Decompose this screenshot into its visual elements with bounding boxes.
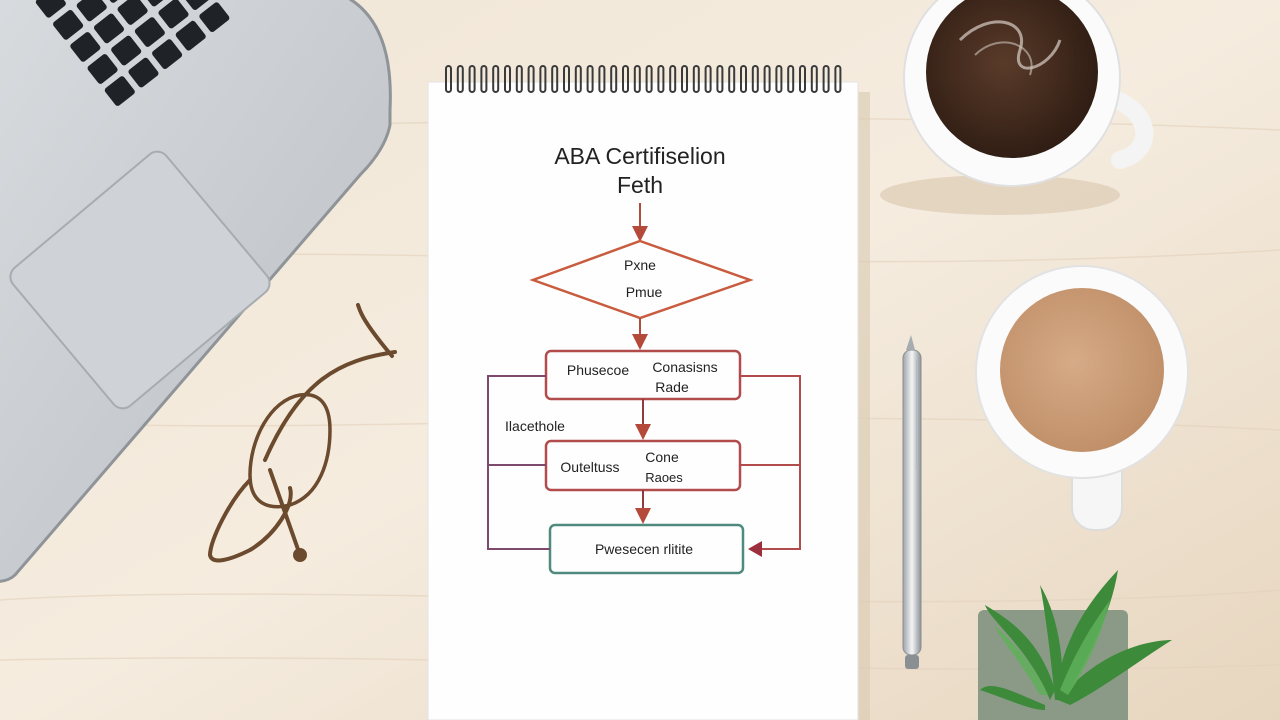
spiral-ring (834, 65, 842, 93)
left-loop-line (487, 375, 550, 550)
decision-line2: Pmue (626, 284, 663, 300)
right-loop-arrowhead (748, 541, 762, 557)
spiral-ring (740, 65, 747, 93)
spiral-ring (527, 65, 535, 93)
side-label: Ilacethole (505, 418, 565, 434)
notebook-title-line1: ABA Certifiselion (554, 143, 725, 169)
spiral-ring (681, 65, 688, 93)
box1-right-line2: Rade (655, 379, 689, 395)
spiral-ring (598, 65, 606, 93)
spiral-ring (810, 65, 818, 93)
spiral-ring (539, 65, 547, 93)
notebook-title-line2: Feth (617, 172, 663, 198)
spiral-ring (586, 65, 594, 93)
spiral-ring (480, 65, 488, 93)
spiral-ring (515, 65, 523, 93)
latte-cup (975, 265, 1189, 531)
spiral-ring (728, 65, 736, 93)
spiral-ring (622, 65, 629, 93)
spiral-ring (551, 65, 559, 93)
spiral-ring (822, 65, 830, 93)
spiral-ring (787, 65, 795, 93)
spiral-ring (704, 65, 712, 93)
spiral-ring (775, 65, 783, 93)
eyeglasses (207, 303, 397, 563)
spiral-ring (574, 65, 582, 93)
spiral-ring (645, 65, 653, 93)
box1-right-line1: Conasisns (652, 359, 717, 375)
spiral-ring (669, 65, 677, 93)
trackpad (9, 150, 271, 410)
spiral-ring (633, 65, 641, 93)
spiral-ring (456, 65, 464, 93)
pen (902, 335, 922, 669)
spiral-ring (610, 65, 618, 93)
coffee-cup (880, 0, 1154, 215)
laptop (0, 0, 392, 583)
decision-line1: Pxne (624, 257, 656, 273)
spiral-ring (799, 65, 806, 93)
flowchart: Pxne Pmue Phusecoe Conasisns Rade Ilacet… (487, 203, 801, 575)
spiral-ring (716, 65, 724, 93)
box1-left-label: Phusecoe (567, 362, 629, 378)
spiral-ring (763, 65, 771, 93)
box2-right-line2: Raoes (645, 470, 683, 485)
spiral-ring (492, 65, 500, 93)
box3-label: Pwesecen rlitite (595, 541, 693, 557)
box2-left-label: Outeltuss (560, 459, 619, 475)
potted-succulent (978, 570, 1172, 720)
right-loop-line (740, 375, 801, 550)
keyboard (35, 0, 230, 106)
spiral-ring (504, 65, 511, 93)
spiral-ring (445, 65, 452, 93)
spiral-ring (468, 65, 476, 93)
spiral-ring (751, 65, 759, 93)
spiral-ring (563, 65, 570, 93)
box2-right-line1: Cone (645, 449, 679, 465)
spiral-binding (445, 65, 842, 93)
spiral-ring (657, 65, 665, 93)
spiral-ring (692, 65, 700, 93)
